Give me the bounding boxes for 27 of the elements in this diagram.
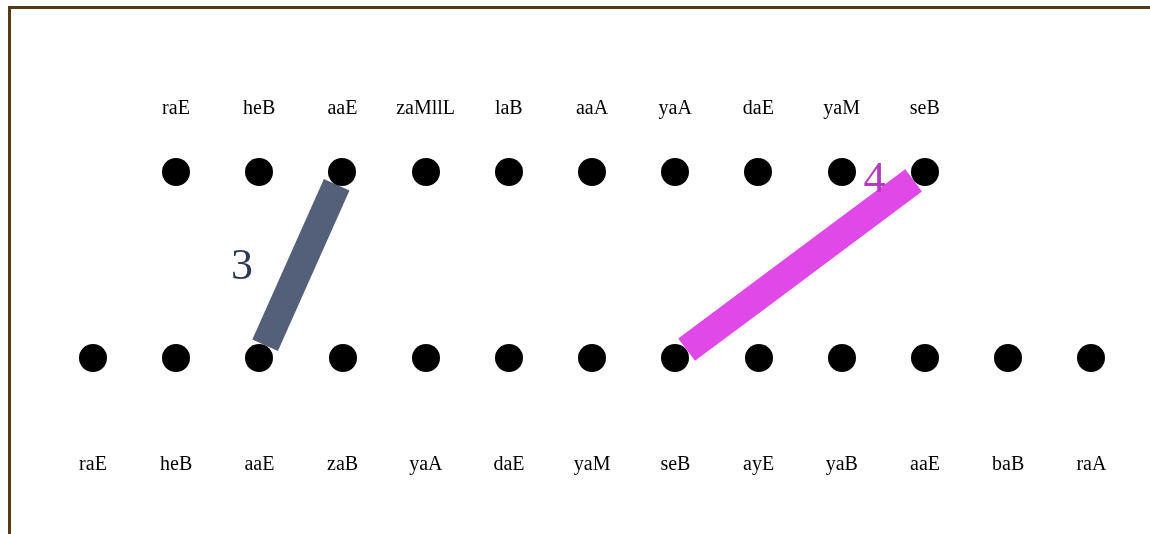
dot-label: yaM bbox=[822, 95, 861, 119]
dot-label: zaMllL bbox=[395, 95, 457, 119]
dot-label: yaA bbox=[408, 451, 444, 475]
bar-connector bbox=[252, 179, 350, 351]
bar-connector bbox=[678, 169, 922, 361]
dot-label: aaA bbox=[574, 95, 610, 119]
dot-label: heB bbox=[159, 451, 194, 475]
dot-label: daE bbox=[741, 95, 775, 119]
dot-label: aaE bbox=[243, 451, 276, 475]
dot-label: aaE bbox=[326, 95, 359, 119]
dot-label: daE bbox=[492, 451, 526, 475]
dot-label: raA bbox=[1075, 451, 1108, 475]
dot-label: laB bbox=[493, 95, 524, 119]
dot-label: ayE bbox=[742, 451, 776, 475]
dot-label: yaM bbox=[572, 451, 612, 475]
edge-label: 3 bbox=[230, 243, 253, 287]
dot-label: yaA bbox=[657, 95, 693, 119]
dot-label: aaE bbox=[909, 451, 941, 475]
dot-label: seB bbox=[659, 451, 692, 475]
edge-label: 4 bbox=[863, 155, 886, 200]
dot-label: raE bbox=[78, 451, 108, 475]
dot-label: yaB bbox=[824, 451, 859, 475]
dot-label: baB bbox=[991, 451, 1026, 475]
dot-label: raE bbox=[161, 95, 191, 119]
dot-label: zaB bbox=[326, 451, 360, 475]
dot-label: heB bbox=[242, 95, 277, 119]
dot-label: seB bbox=[908, 95, 941, 119]
